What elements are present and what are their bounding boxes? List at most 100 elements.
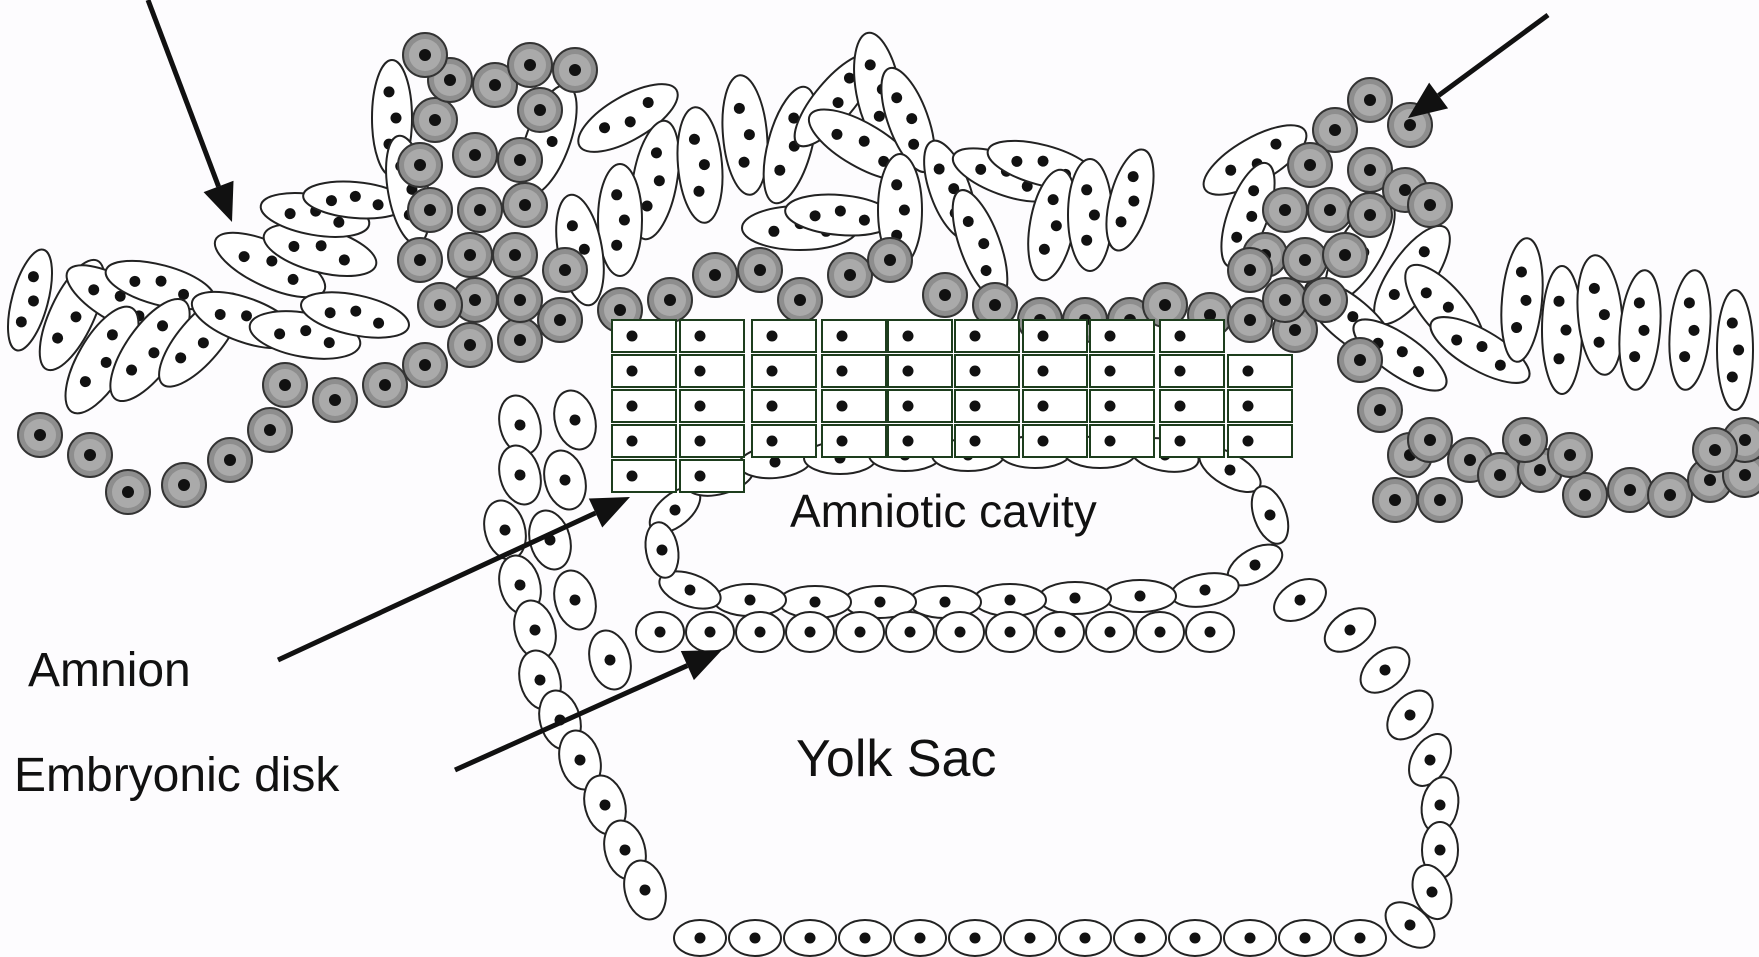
trophoblast-cell [1068, 159, 1112, 271]
embryonic-disk-label: Embryonic disk [14, 752, 339, 800]
cytotrophoblast-cell [518, 88, 562, 132]
cytotrophoblast-cell [448, 323, 492, 367]
epiblast-cell [752, 425, 816, 457]
hypoblast-cell [636, 612, 684, 652]
amnion-cell [1169, 568, 1242, 611]
epiblast-cell [822, 320, 886, 352]
yolk-sac-cell [1317, 599, 1384, 661]
cytotrophoblast-cell [923, 273, 967, 317]
cytotrophoblast-cell [778, 278, 822, 322]
epiblast-cell [888, 390, 952, 422]
cytotrophoblast-cell [408, 188, 452, 232]
cytotrophoblast-cell [1358, 388, 1402, 432]
cytotrophoblast-cell [1348, 78, 1392, 122]
hypoblast-cell [986, 612, 1034, 652]
yolk-sac-cell [729, 920, 781, 956]
epiblast-cell [612, 390, 676, 422]
epiblast-cell [1160, 390, 1224, 422]
epiblast-cell [1023, 390, 1087, 422]
cytotrophoblast-cell [403, 33, 447, 77]
cytotrophoblast-cell [398, 238, 442, 282]
epiblast-cell [680, 460, 744, 492]
trophoblast-cell [598, 164, 642, 276]
cytotrophoblast-cell [1283, 238, 1327, 282]
epiblast-cell [1160, 355, 1224, 387]
cytotrophoblast-cell [1648, 473, 1692, 517]
yolk-sac-cell [894, 920, 946, 956]
epiblast-cell [612, 460, 676, 492]
epiblast-cell [752, 355, 816, 387]
epiblast-cell [680, 390, 744, 422]
epiblast-cell [1090, 425, 1154, 457]
cytotrophoblast-cell [1263, 278, 1307, 322]
yolk-sac-cell [784, 920, 836, 956]
cytotrophoblast-cell [1418, 478, 1462, 522]
amnion-cell [714, 584, 786, 616]
cytotrophoblast-cell [248, 408, 292, 452]
hypoblast-cell [686, 612, 734, 652]
epiblast-cell [955, 320, 1019, 352]
epiblast-cell [1228, 355, 1292, 387]
hypoblast-cell [1086, 612, 1134, 652]
epiblast-cell [888, 425, 952, 457]
cytotrophoblast-cell [18, 413, 62, 457]
hypoblast-cell [936, 612, 984, 652]
trophoblast-cell [1717, 290, 1753, 410]
epiblast-cell [680, 355, 744, 387]
trophoblast-cell [1615, 268, 1665, 391]
epiblast-cell [822, 390, 886, 422]
yolk-sac-cell [674, 920, 726, 956]
cytotrophoblast-cell [1338, 338, 1382, 382]
trophoblast-cell [1497, 236, 1548, 363]
yolk-sac-label: Yolk Sac [796, 733, 996, 785]
epiblast-cell [888, 355, 952, 387]
cytotrophoblast-cell [263, 363, 307, 407]
epiblast-cell [822, 425, 886, 457]
cytotrophoblast-cell [1563, 473, 1607, 517]
cytotrophoblast-cell [498, 138, 542, 182]
cytotrophoblast-cell [868, 238, 912, 282]
cytotrophoblast-cell [453, 133, 497, 177]
trophoblast-cell [1665, 268, 1715, 391]
hypoblast-cell [836, 612, 884, 652]
epiblast-cell [955, 390, 1019, 422]
cytotrophoblast-cell [538, 298, 582, 342]
cytotrophoblast-cell [106, 470, 150, 514]
hypoblast-cell [1036, 612, 1084, 652]
cytotrophoblast-cell [1408, 418, 1452, 462]
cytotrophoblast-cell [1288, 143, 1332, 187]
epiblast-cell [1090, 390, 1154, 422]
yolk-sac-cell [1059, 920, 1111, 956]
cytotrophoblast-cell [403, 343, 447, 387]
hypoblast-cell [736, 612, 784, 652]
cytotrophoblast-cell [418, 283, 462, 327]
epiblast-cell [680, 425, 744, 457]
amnion-cell [1104, 580, 1176, 612]
cytotrophoblast-cell [693, 253, 737, 297]
cytotrophoblast-cell [1228, 248, 1272, 292]
cytotrophoblast-cell [648, 278, 692, 322]
epiblast-cell [612, 425, 676, 457]
cytotrophoblast-cell [503, 183, 547, 227]
yolk-sac-cell [1224, 920, 1276, 956]
epiblast-cell [1023, 355, 1087, 387]
epiblast-cell [752, 320, 816, 352]
epiblast-cell [1023, 320, 1087, 352]
cytotrophoblast-cell [448, 233, 492, 277]
pointer-arrow [148, 0, 234, 222]
pointer-arrow [1408, 15, 1548, 118]
cytotrophoblast-cell [738, 248, 782, 292]
yolk-sac-cell [1004, 920, 1056, 956]
yolk-sac-cell [949, 920, 1001, 956]
epiblast-cell [955, 425, 1019, 457]
cytotrophoblast-cell [458, 188, 502, 232]
cytotrophoblast-cell [1548, 433, 1592, 477]
cytotrophoblast-cell [1263, 188, 1307, 232]
yolk-sac-cell [839, 920, 891, 956]
cytotrophoblast-cell [1323, 233, 1367, 277]
amniotic-cavity-label: Amniotic cavity [790, 488, 1097, 534]
cytotrophoblast-cell [363, 363, 407, 407]
epiblast-cell [888, 320, 952, 352]
epiblast-cell [752, 390, 816, 422]
cytotrophoblast-cell [398, 143, 442, 187]
